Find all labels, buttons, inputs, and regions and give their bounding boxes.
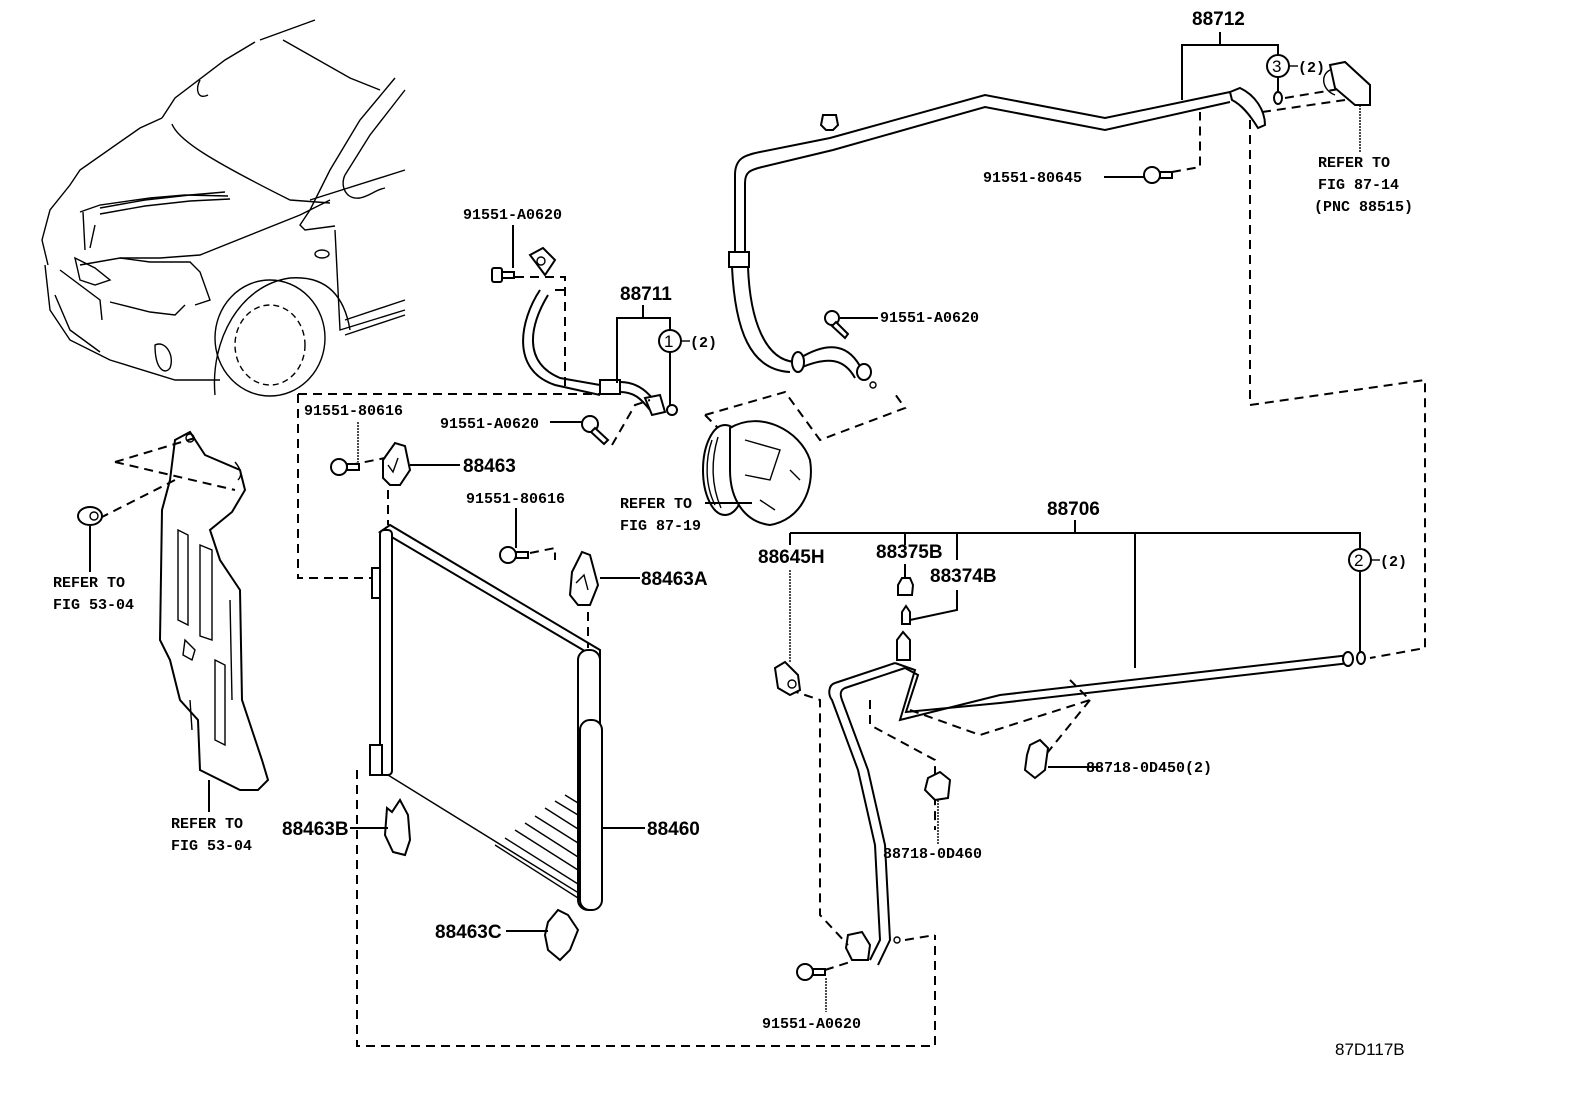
part-label-91551-a0620-mid[interactable]: 91551-A0620 [440,416,539,433]
part-label-88374B: 88374B [930,566,997,587]
part-label-91551-80616-right[interactable]: 91551-80616 [466,491,565,508]
bolt-a0620-bottom [796,963,826,981]
part-label-88463B[interactable]: 88463B [282,819,349,840]
part-label-88463A[interactable]: 88463A [641,569,708,590]
part-label-88711[interactable]: 88711 [620,284,672,305]
part-label-91551-a0620-right[interactable]: 91551-A0620 [880,310,979,327]
bolt-a0620-mid [581,415,610,446]
clamp-88718-0D450 [1023,738,1050,780]
air-deflector-panel [158,430,270,791]
ref-fig-53-04-panel-line2[interactable]: FIG 53-04 [171,838,252,855]
figure-code: 87D117B [1335,1040,1405,1059]
bolt-80616-left [330,458,360,476]
svg-text:3: 3 [1272,57,1281,76]
ref-fig-87-14-line3[interactable]: (PNC 88515) [1314,199,1413,216]
svg-text:(2): (2) [690,335,717,352]
part-label-88718-0D460[interactable]: 88718-0D460 [883,846,982,863]
ref-fig-87-19-line2[interactable]: FIG 87-19 [620,518,701,535]
discharge-hose-88711 [522,246,667,417]
bracket-88463C [543,908,580,962]
bracket-88463 [382,441,412,486]
expansion-valve-block [1323,60,1371,106]
part-label-88375B: 88375B [876,542,943,563]
bolt-a0620-right [824,310,850,340]
callout-3: 3 (2) [1266,54,1325,105]
bolt-a0620-top [491,267,515,283]
liquid-tube-88706 [828,630,1354,966]
part-label-91551-80616-left[interactable]: 91551-80616 [304,403,403,420]
ref-fig-87-19-line1[interactable]: REFER TO [620,496,692,513]
callout-2: 2 (2) [1348,548,1407,665]
clamp-88718-0D460 [923,770,952,802]
valve-cap-88375B [897,577,915,596]
clip-fastener [77,506,103,526]
bracket-88463A [568,550,600,606]
ref-fig-53-04-clip-line2[interactable]: FIG 53-04 [53,597,134,614]
compressor [702,390,907,527]
part-label-88463[interactable]: 88463 [463,456,516,477]
bolt-80616-right [499,546,529,564]
part-label-88645H: 88645H [758,547,825,568]
ref-fig-87-14-line1[interactable]: REFER TO [1318,155,1390,172]
part-label-88706[interactable]: 88706 [1047,499,1100,520]
part-label-88460[interactable]: 88460 [647,819,700,840]
condenser-assembly [369,523,603,911]
svg-text:2: 2 [1354,551,1363,570]
svg-text:(2): (2) [1298,60,1325,77]
suction-hose-88712 [728,91,1231,389]
pressure-switch-88645H [773,660,802,697]
svg-text:(2): (2) [1380,554,1407,571]
bracket-88463B [383,798,412,857]
part-label-88718-0D450[interactable]: 88718-0D450(2) [1086,760,1212,777]
part-label-88712[interactable]: 88712 [1192,9,1245,30]
part-label-91551-80645[interactable]: 91551-80645 [983,170,1082,187]
vehicle-illustration [41,19,406,397]
bolt-80645 [1143,166,1173,184]
ref-fig-53-04-panel-line1[interactable]: REFER TO [171,816,243,833]
ref-fig-53-04-clip-line1[interactable]: REFER TO [53,575,125,592]
part-label-88463C[interactable]: 88463C [435,922,502,943]
part-label-91551-a0620-top[interactable]: 91551-A0620 [463,207,562,224]
svg-text:1: 1 [664,332,673,351]
ref-fig-87-14-line2[interactable]: FIG 87-14 [1318,177,1399,194]
valve-core-88374B [901,604,911,625]
part-label-91551-a0620-bottom[interactable]: 91551-A0620 [762,1016,861,1033]
callout-1: 1 (2) [658,329,717,416]
